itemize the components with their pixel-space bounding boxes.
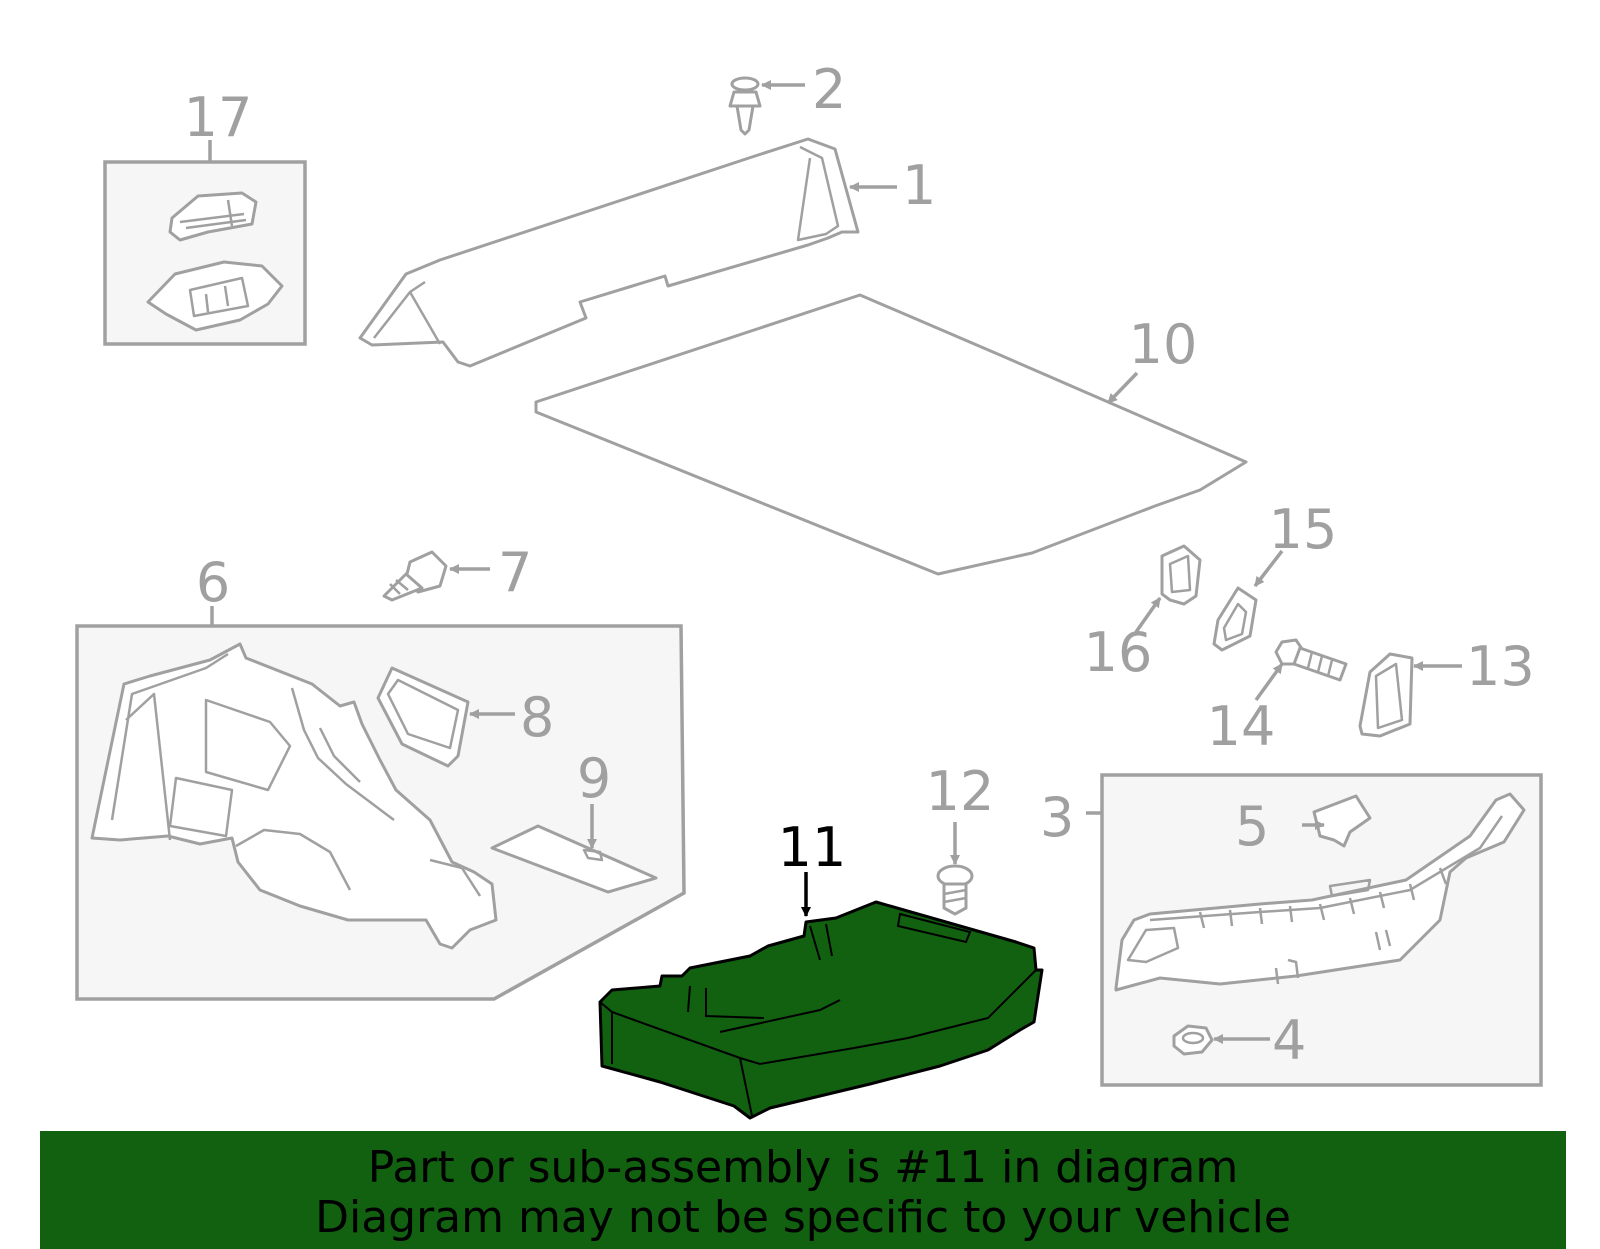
part-6-illustration bbox=[90, 642, 498, 950]
part-10-group[interactable]: 10 bbox=[534, 293, 1248, 576]
label-12: 12 bbox=[926, 760, 995, 823]
label-13: 13 bbox=[1466, 635, 1535, 698]
label-16: 16 bbox=[1084, 621, 1153, 684]
part-1-trim bbox=[358, 137, 860, 368]
part-14-group[interactable]: 14 bbox=[1207, 638, 1348, 758]
part-17-group[interactable]: 17 bbox=[103, 86, 307, 346]
label-17: 17 bbox=[184, 86, 253, 149]
part-15-clip bbox=[1212, 586, 1258, 652]
part-5-group[interactable]: 5 bbox=[1235, 794, 1372, 858]
part-9-plate bbox=[490, 824, 658, 894]
part-13-grommet bbox=[1358, 652, 1414, 738]
label-5: 5 bbox=[1235, 795, 1269, 858]
part-6-group[interactable]: 6 bbox=[75, 551, 686, 1001]
part-14-bolt bbox=[1274, 638, 1348, 682]
part-10-panel bbox=[534, 293, 1248, 576]
footer-banner: Part or sub-assembly is #11 in diagram D… bbox=[40, 1131, 1566, 1249]
part-13-group[interactable]: 13 bbox=[1358, 635, 1535, 738]
label-7: 7 bbox=[498, 541, 532, 604]
footer-line-2: Diagram may not be specific to your vehi… bbox=[315, 1192, 1291, 1243]
label-11: 11 bbox=[778, 816, 847, 879]
label-9: 9 bbox=[577, 747, 611, 810]
label-8: 8 bbox=[520, 686, 554, 749]
label-2: 2 bbox=[812, 58, 846, 121]
part-4-nut bbox=[1172, 1024, 1214, 1056]
label-14: 14 bbox=[1207, 695, 1276, 758]
part-9-group[interactable]: 9 bbox=[490, 747, 658, 894]
part-8-lid bbox=[376, 666, 470, 768]
label-1: 1 bbox=[902, 154, 936, 217]
part-4-group[interactable]: 4 bbox=[1172, 1009, 1306, 1072]
label-10: 10 bbox=[1129, 313, 1198, 376]
label-4: 4 bbox=[1272, 1009, 1306, 1072]
part-12-bolt bbox=[936, 864, 974, 916]
part-11-group[interactable]: 11 bbox=[598, 816, 1044, 1120]
part-1-group[interactable]: 1 bbox=[358, 137, 936, 368]
part-16-clip bbox=[1160, 544, 1202, 606]
part-2-group[interactable]: 2 bbox=[728, 58, 846, 136]
part-12-group[interactable]: 12 bbox=[926, 760, 995, 916]
part-15-group[interactable]: 15 bbox=[1212, 498, 1338, 652]
label-3: 3 bbox=[1040, 786, 1074, 849]
label-6: 6 bbox=[196, 551, 230, 614]
part-17-illustration bbox=[146, 191, 284, 332]
part-7-group[interactable]: 7 bbox=[382, 541, 532, 604]
part-5-clip bbox=[1312, 794, 1372, 848]
part-3-illustration bbox=[1114, 792, 1526, 992]
footer-line-1: Part or sub-assembly is #11 in diagram bbox=[367, 1142, 1239, 1193]
part-7-screw bbox=[382, 550, 448, 602]
part-2-clip bbox=[728, 76, 762, 136]
part-16-group[interactable]: 16 bbox=[1084, 544, 1202, 684]
label-15: 15 bbox=[1269, 498, 1338, 561]
part-8-group[interactable]: 8 bbox=[376, 666, 554, 768]
